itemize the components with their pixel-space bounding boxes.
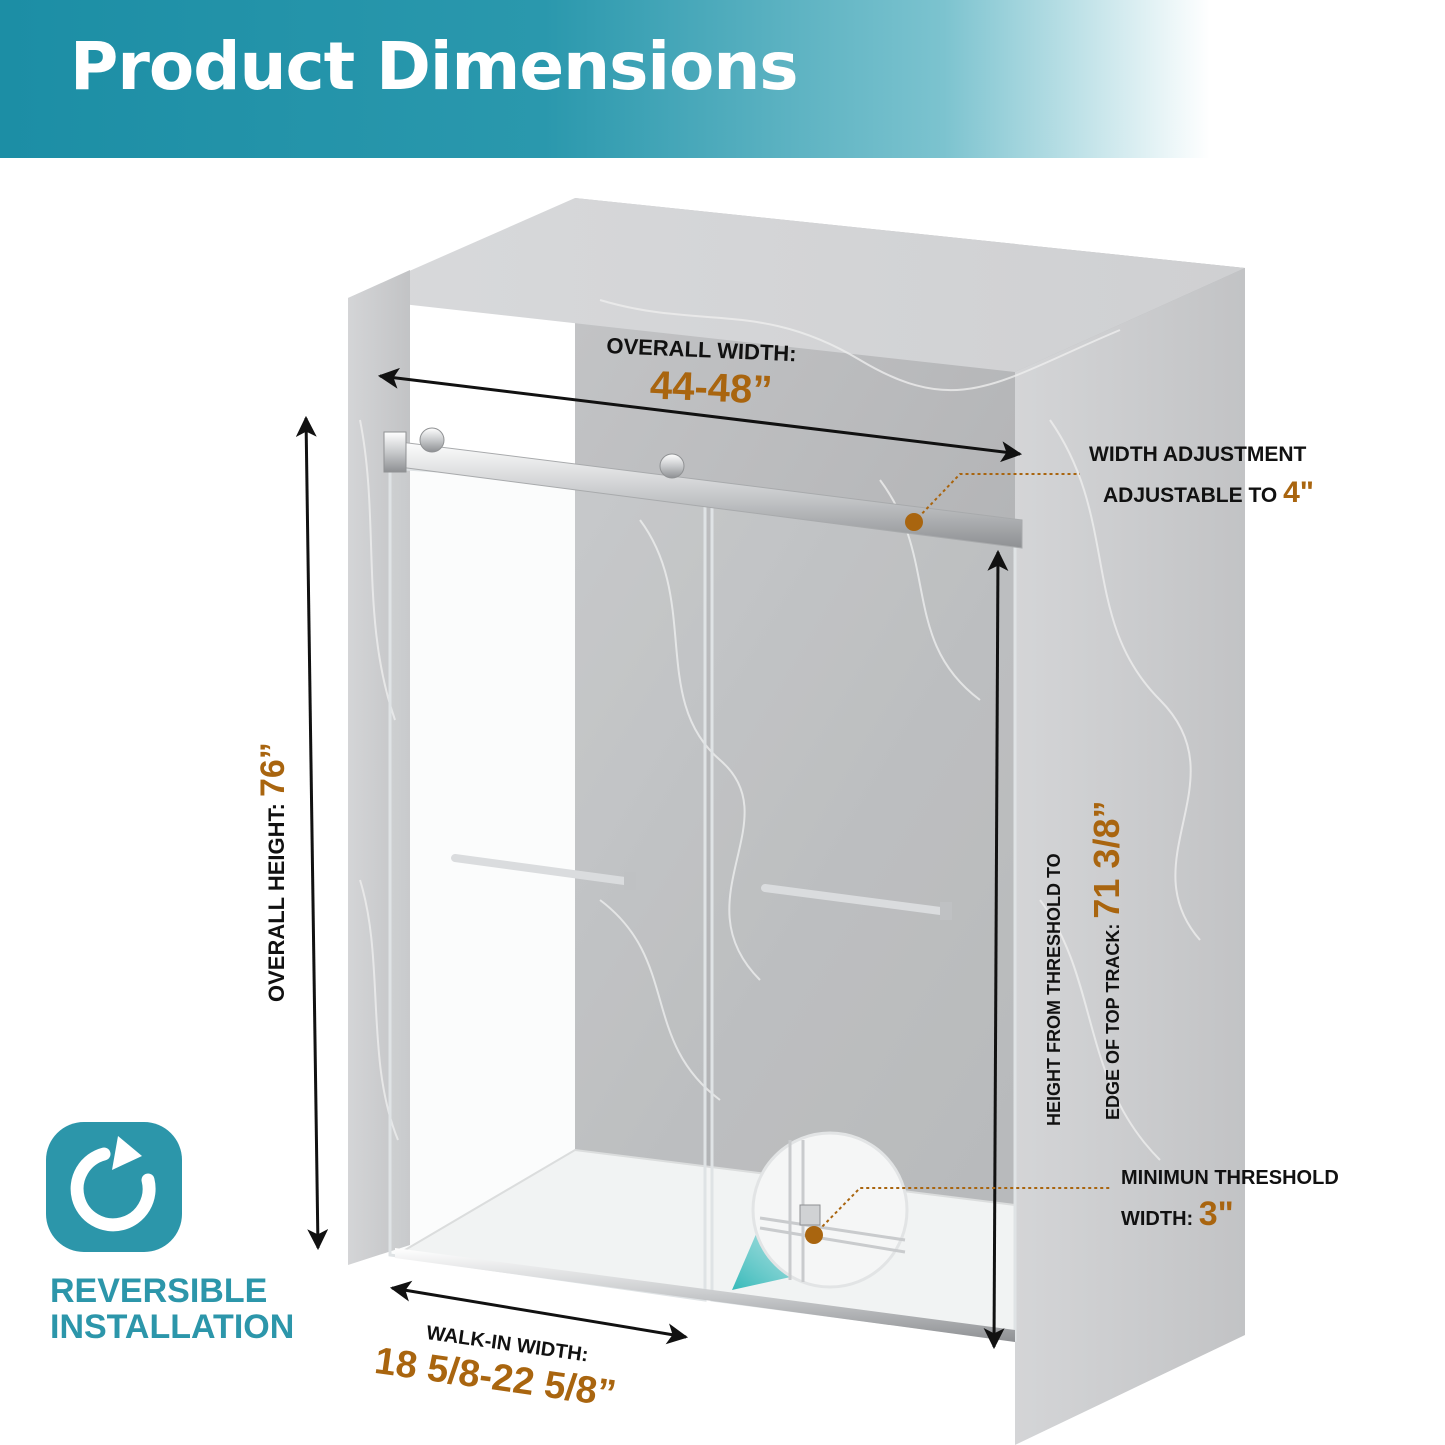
threshold-clip xyxy=(799,1204,821,1226)
min-threshold-text: WIDTH: xyxy=(1121,1208,1194,1230)
width-adjustment-label: WIDTH ADJUSTMENT xyxy=(1089,443,1307,466)
overall-width-arrow xyxy=(377,367,1023,463)
reversible-line2: INSTALLATION xyxy=(50,1308,295,1346)
overall-height-text: OVERALL HEIGHT: xyxy=(264,803,289,1002)
min-threshold-label: MINIMUN THRESHOLD xyxy=(1121,1167,1339,1189)
threshold-height-text: EDGE OF TOP TRACK: xyxy=(1103,923,1123,1120)
left-wall-top xyxy=(348,198,1245,372)
width-adjustment-text: ADJUSTABLE TO xyxy=(1103,484,1278,507)
overall-height-arrow xyxy=(295,415,329,1251)
roller-center xyxy=(659,453,685,479)
right-wall xyxy=(1015,268,1245,1445)
overall-width-value: 44-48” xyxy=(649,363,774,413)
width-adjustment-value: 4" xyxy=(1283,476,1314,509)
handle-right xyxy=(761,884,952,920)
glass-panel-left xyxy=(388,466,707,1302)
width-adjust-dot xyxy=(905,513,923,531)
left-wall xyxy=(348,270,410,1265)
zoom-detail xyxy=(751,1131,909,1289)
overall-height-label: OVERALL HEIGHT: 76” xyxy=(254,742,293,1002)
bottom-track xyxy=(395,1248,1015,1342)
min-threshold-dot xyxy=(805,1226,823,1244)
min-threshold-detail: WIDTH: 3" xyxy=(1121,1195,1234,1234)
reversible-line1: REVERSIBLE xyxy=(50,1272,268,1310)
reversible-installation-label: REVERSIBLE INSTALLATION xyxy=(50,1273,294,1345)
page-title: Product Dimensions xyxy=(70,28,799,105)
handle-left xyxy=(451,854,636,890)
threshold-height-label: HEIGHT FROM THRESHOLD TO xyxy=(1044,853,1064,1126)
walk-in-width-arrow xyxy=(389,1280,689,1345)
threshold-height-value: 71 3/8” xyxy=(1086,800,1127,919)
width-adjustment-detail: ADJUSTABLE TO 4" xyxy=(1103,476,1314,510)
overall-height-value: 76” xyxy=(254,742,292,798)
marble-veins xyxy=(359,299,1201,1161)
wall-bracket xyxy=(383,431,407,473)
rotate-arrow-icon xyxy=(70,1136,156,1232)
roller-left xyxy=(419,427,445,453)
min-threshold-value: 3" xyxy=(1198,1195,1234,1233)
threshold-height-arrow xyxy=(983,549,1009,1350)
header-banner: Product Dimensions xyxy=(0,0,1210,158)
width-adjust-leader xyxy=(913,473,1080,523)
threshold-height-detail: EDGE OF TOP TRACK: 71 3/8” xyxy=(1086,801,1128,1120)
